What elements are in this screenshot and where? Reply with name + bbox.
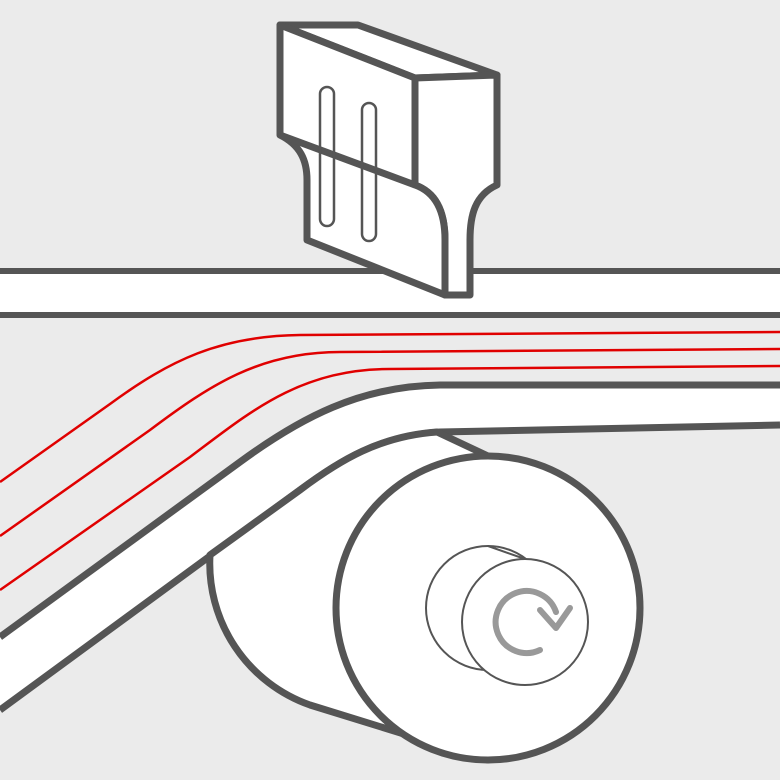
top-strip	[0, 268, 780, 318]
fiber-line	[0, 364, 780, 592]
sonotrode-horn	[276, 21, 501, 299]
horn-slot	[360, 101, 378, 243]
anvil-roller	[206, 428, 644, 764]
horn-slots	[318, 85, 378, 243]
fiber-line	[0, 330, 780, 484]
horn-slot	[318, 85, 336, 228]
fiber-line	[0, 347, 780, 538]
clockwise-rotation-arrow-icon	[492, 588, 573, 657]
fiber-lines	[0, 330, 780, 592]
roller-hub	[425, 545, 589, 686]
